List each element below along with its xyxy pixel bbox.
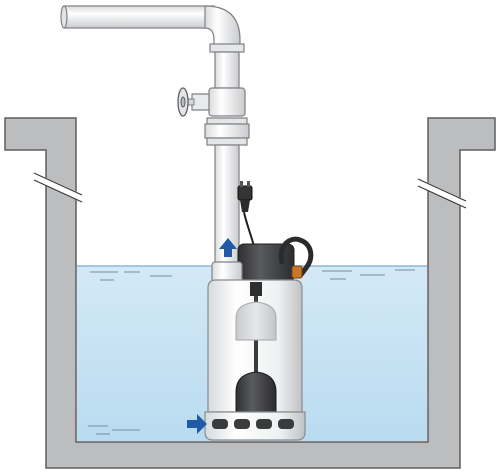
submersible-pump	[204, 236, 314, 441]
pump-base	[204, 411, 306, 441]
inflow-arrow-icon	[187, 414, 207, 434]
gate-valve	[177, 87, 246, 117]
break-mark-left	[32, 172, 84, 203]
sump-pit	[4, 117, 496, 469]
float-upper-position	[235, 301, 277, 341]
break-mark-right	[416, 178, 468, 209]
discharge-pipe	[60, 5, 250, 266]
float-switch	[235, 371, 277, 415]
water-ripples	[88, 269, 415, 435]
inlet-slots	[212, 419, 294, 429]
pump-motor-head	[237, 243, 295, 283]
electric-plug-icon	[237, 181, 253, 212]
upward-flow-arrow-icon	[219, 238, 237, 257]
handle-icon	[278, 236, 314, 279]
power-cable	[237, 181, 255, 247]
valve-handwheel-icon	[177, 87, 189, 117]
